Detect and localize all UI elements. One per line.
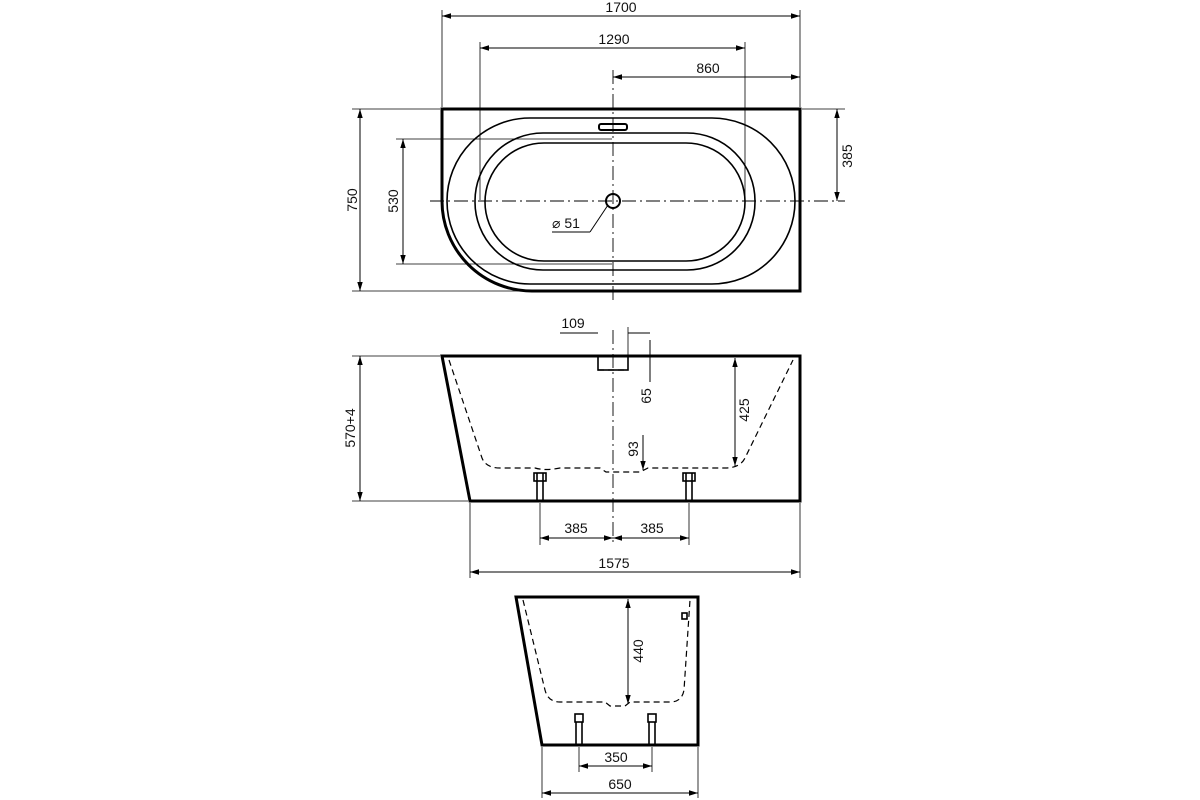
top-view-basin-inner (484, 142, 746, 262)
dim-750-label: 750 (344, 188, 360, 212)
dim-385-label: 385 (839, 144, 855, 168)
dim-650-label: 650 (608, 776, 632, 792)
dim-570-label: 570+4 (342, 408, 358, 448)
side-view: 109 65 425 93 570+4 385 385 1575 (342, 315, 802, 578)
end-view-body (514, 595, 700, 747)
end-view-overflow (681, 612, 688, 620)
dim-93-label: 93 (625, 441, 641, 457)
dim-440-label: 440 (630, 639, 646, 663)
top-view-basin-outer (474, 132, 756, 271)
dim-109-label: 109 (561, 315, 585, 331)
dim-425-label: 425 (736, 398, 752, 422)
dim-65-label: 65 (638, 388, 654, 404)
dim-350-label: 350 (604, 749, 628, 765)
end-view: 440 350 650 (514, 595, 700, 798)
dim-1290-label: 1290 (598, 31, 629, 47)
dim-860-label: 860 (696, 60, 720, 76)
drain-diameter-leader-2 (589, 204, 609, 233)
side-view-leg-left (533, 472, 547, 502)
end-view-leg-right (647, 713, 657, 745)
end-view-leg-left (574, 713, 584, 745)
side-view-leg-right (682, 472, 696, 502)
dim-1575-label: 1575 (598, 555, 629, 571)
dim-1700-label: 1700 (605, 0, 636, 15)
drain-diameter-label: ⌀ 51 (552, 215, 580, 231)
dim-530-label: 530 (385, 189, 401, 213)
top-view-outer-shell (440, 107, 802, 293)
dim-385-left-label: 385 (564, 520, 588, 536)
dim-385-right-label: 385 (640, 520, 664, 536)
side-view-body (440, 354, 802, 503)
end-view-inner-basin (522, 599, 691, 707)
top-view: ⌀ 51 1700 1290 860 750 530 385 (344, 0, 855, 300)
